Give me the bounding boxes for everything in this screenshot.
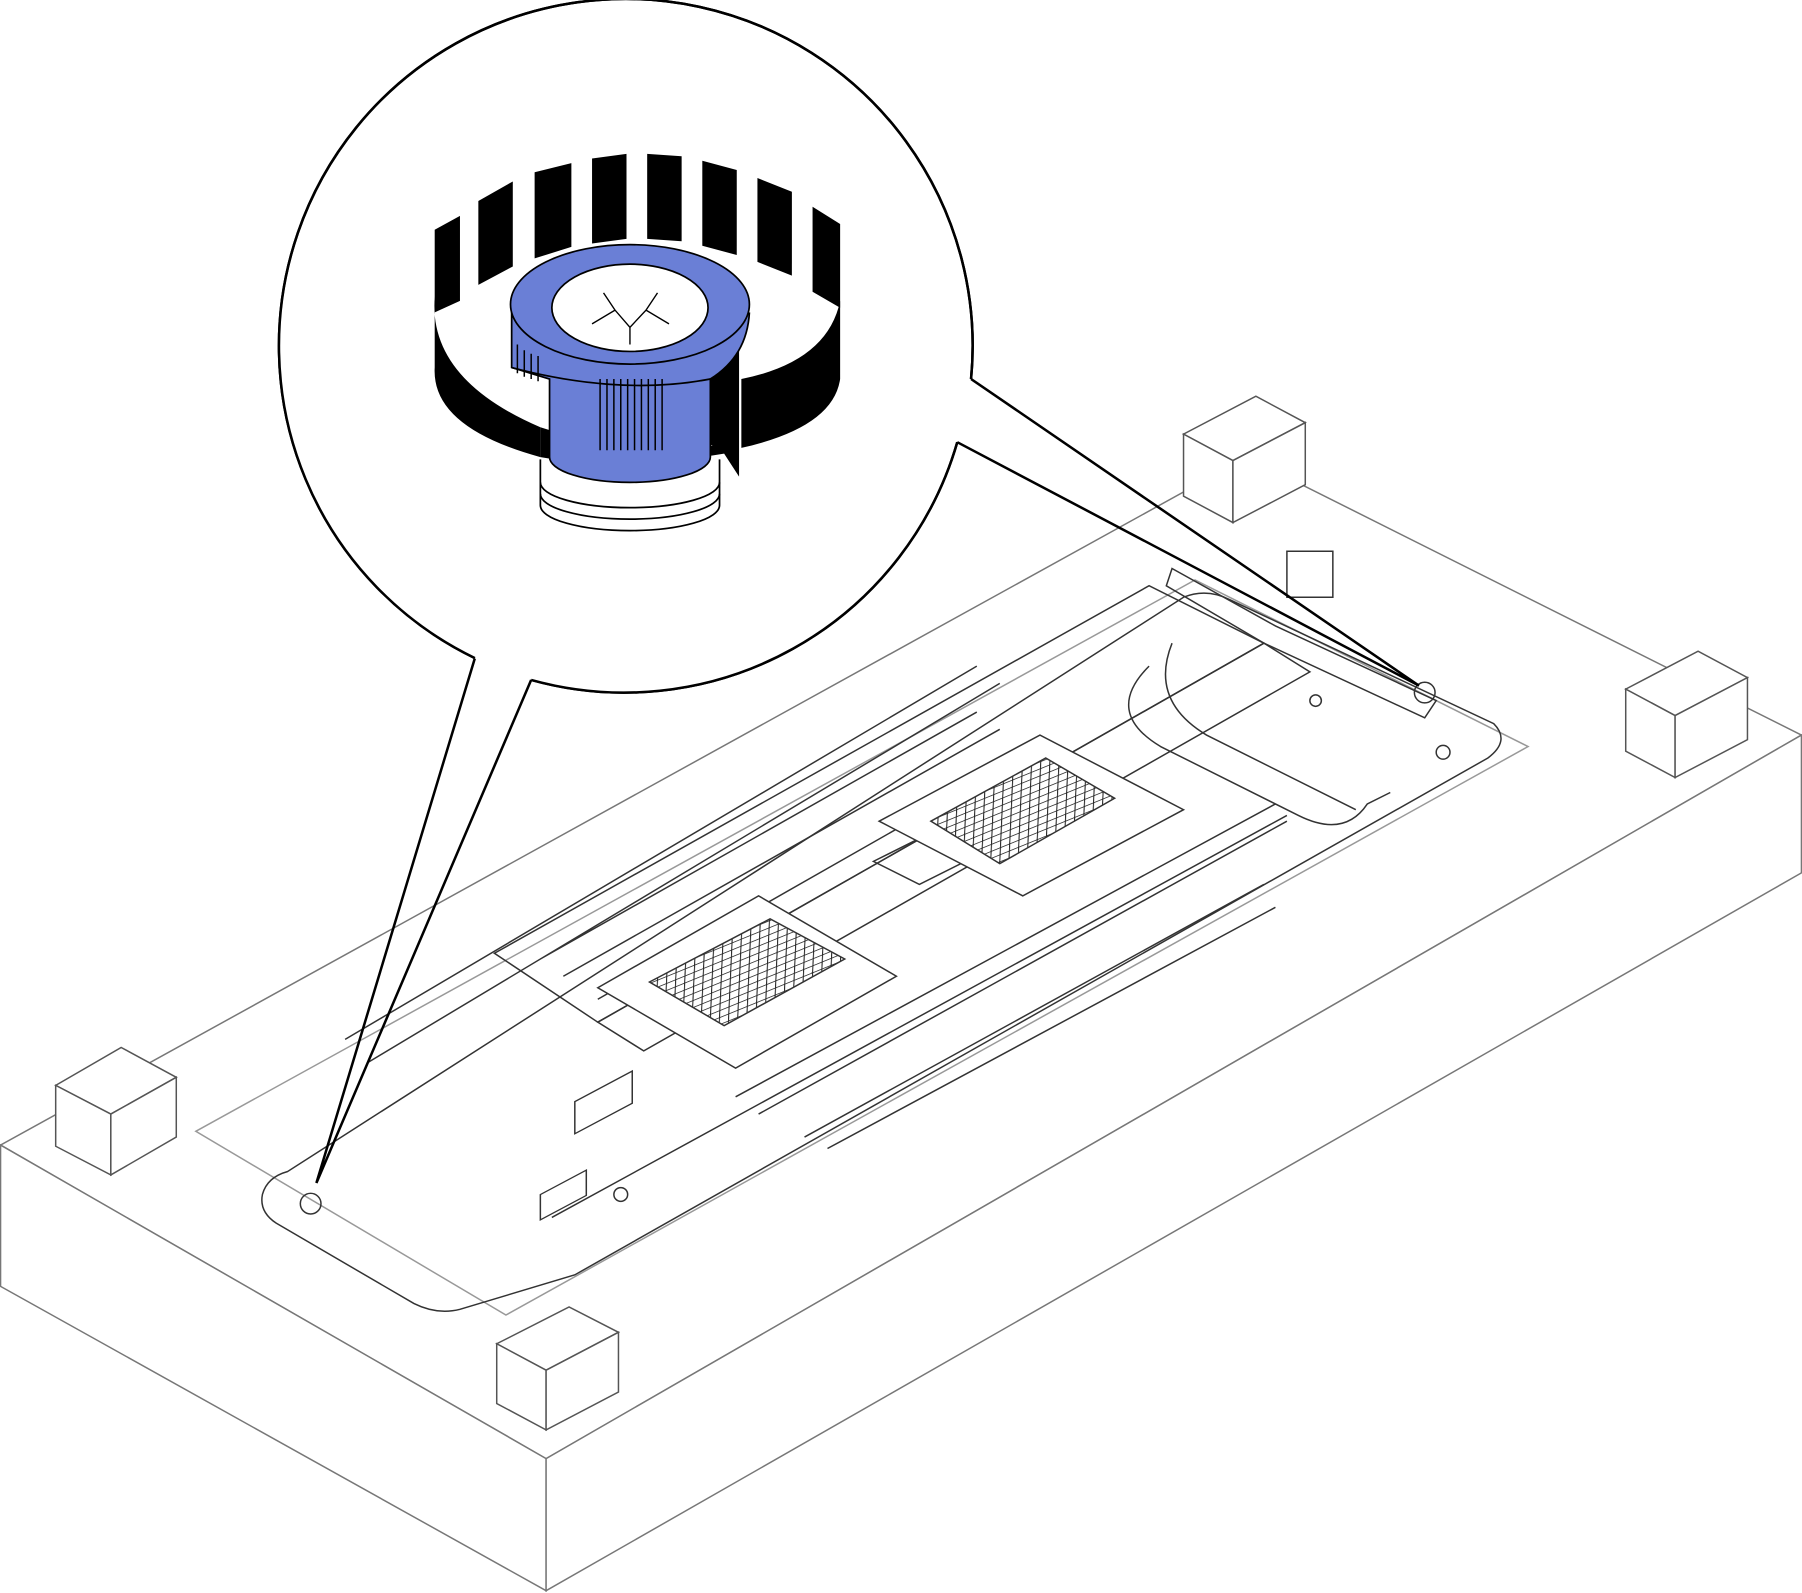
- compute-tray: [261, 550, 1502, 1312]
- foam-cube-front: [495, 1306, 621, 1432]
- processor-sockets: [596, 734, 1186, 1069]
- foam-cube-back: [1181, 395, 1307, 524]
- processor-grid-1: [647, 917, 847, 1027]
- captive-screw-icon: [509, 243, 751, 532]
- foam-cube-right: [1624, 650, 1750, 779]
- processor-grid-2: [929, 757, 1117, 865]
- foam-cube-left: [54, 1046, 178, 1177]
- foam-base: [0, 456, 1802, 1592]
- foam-cubes: [54, 395, 1750, 1432]
